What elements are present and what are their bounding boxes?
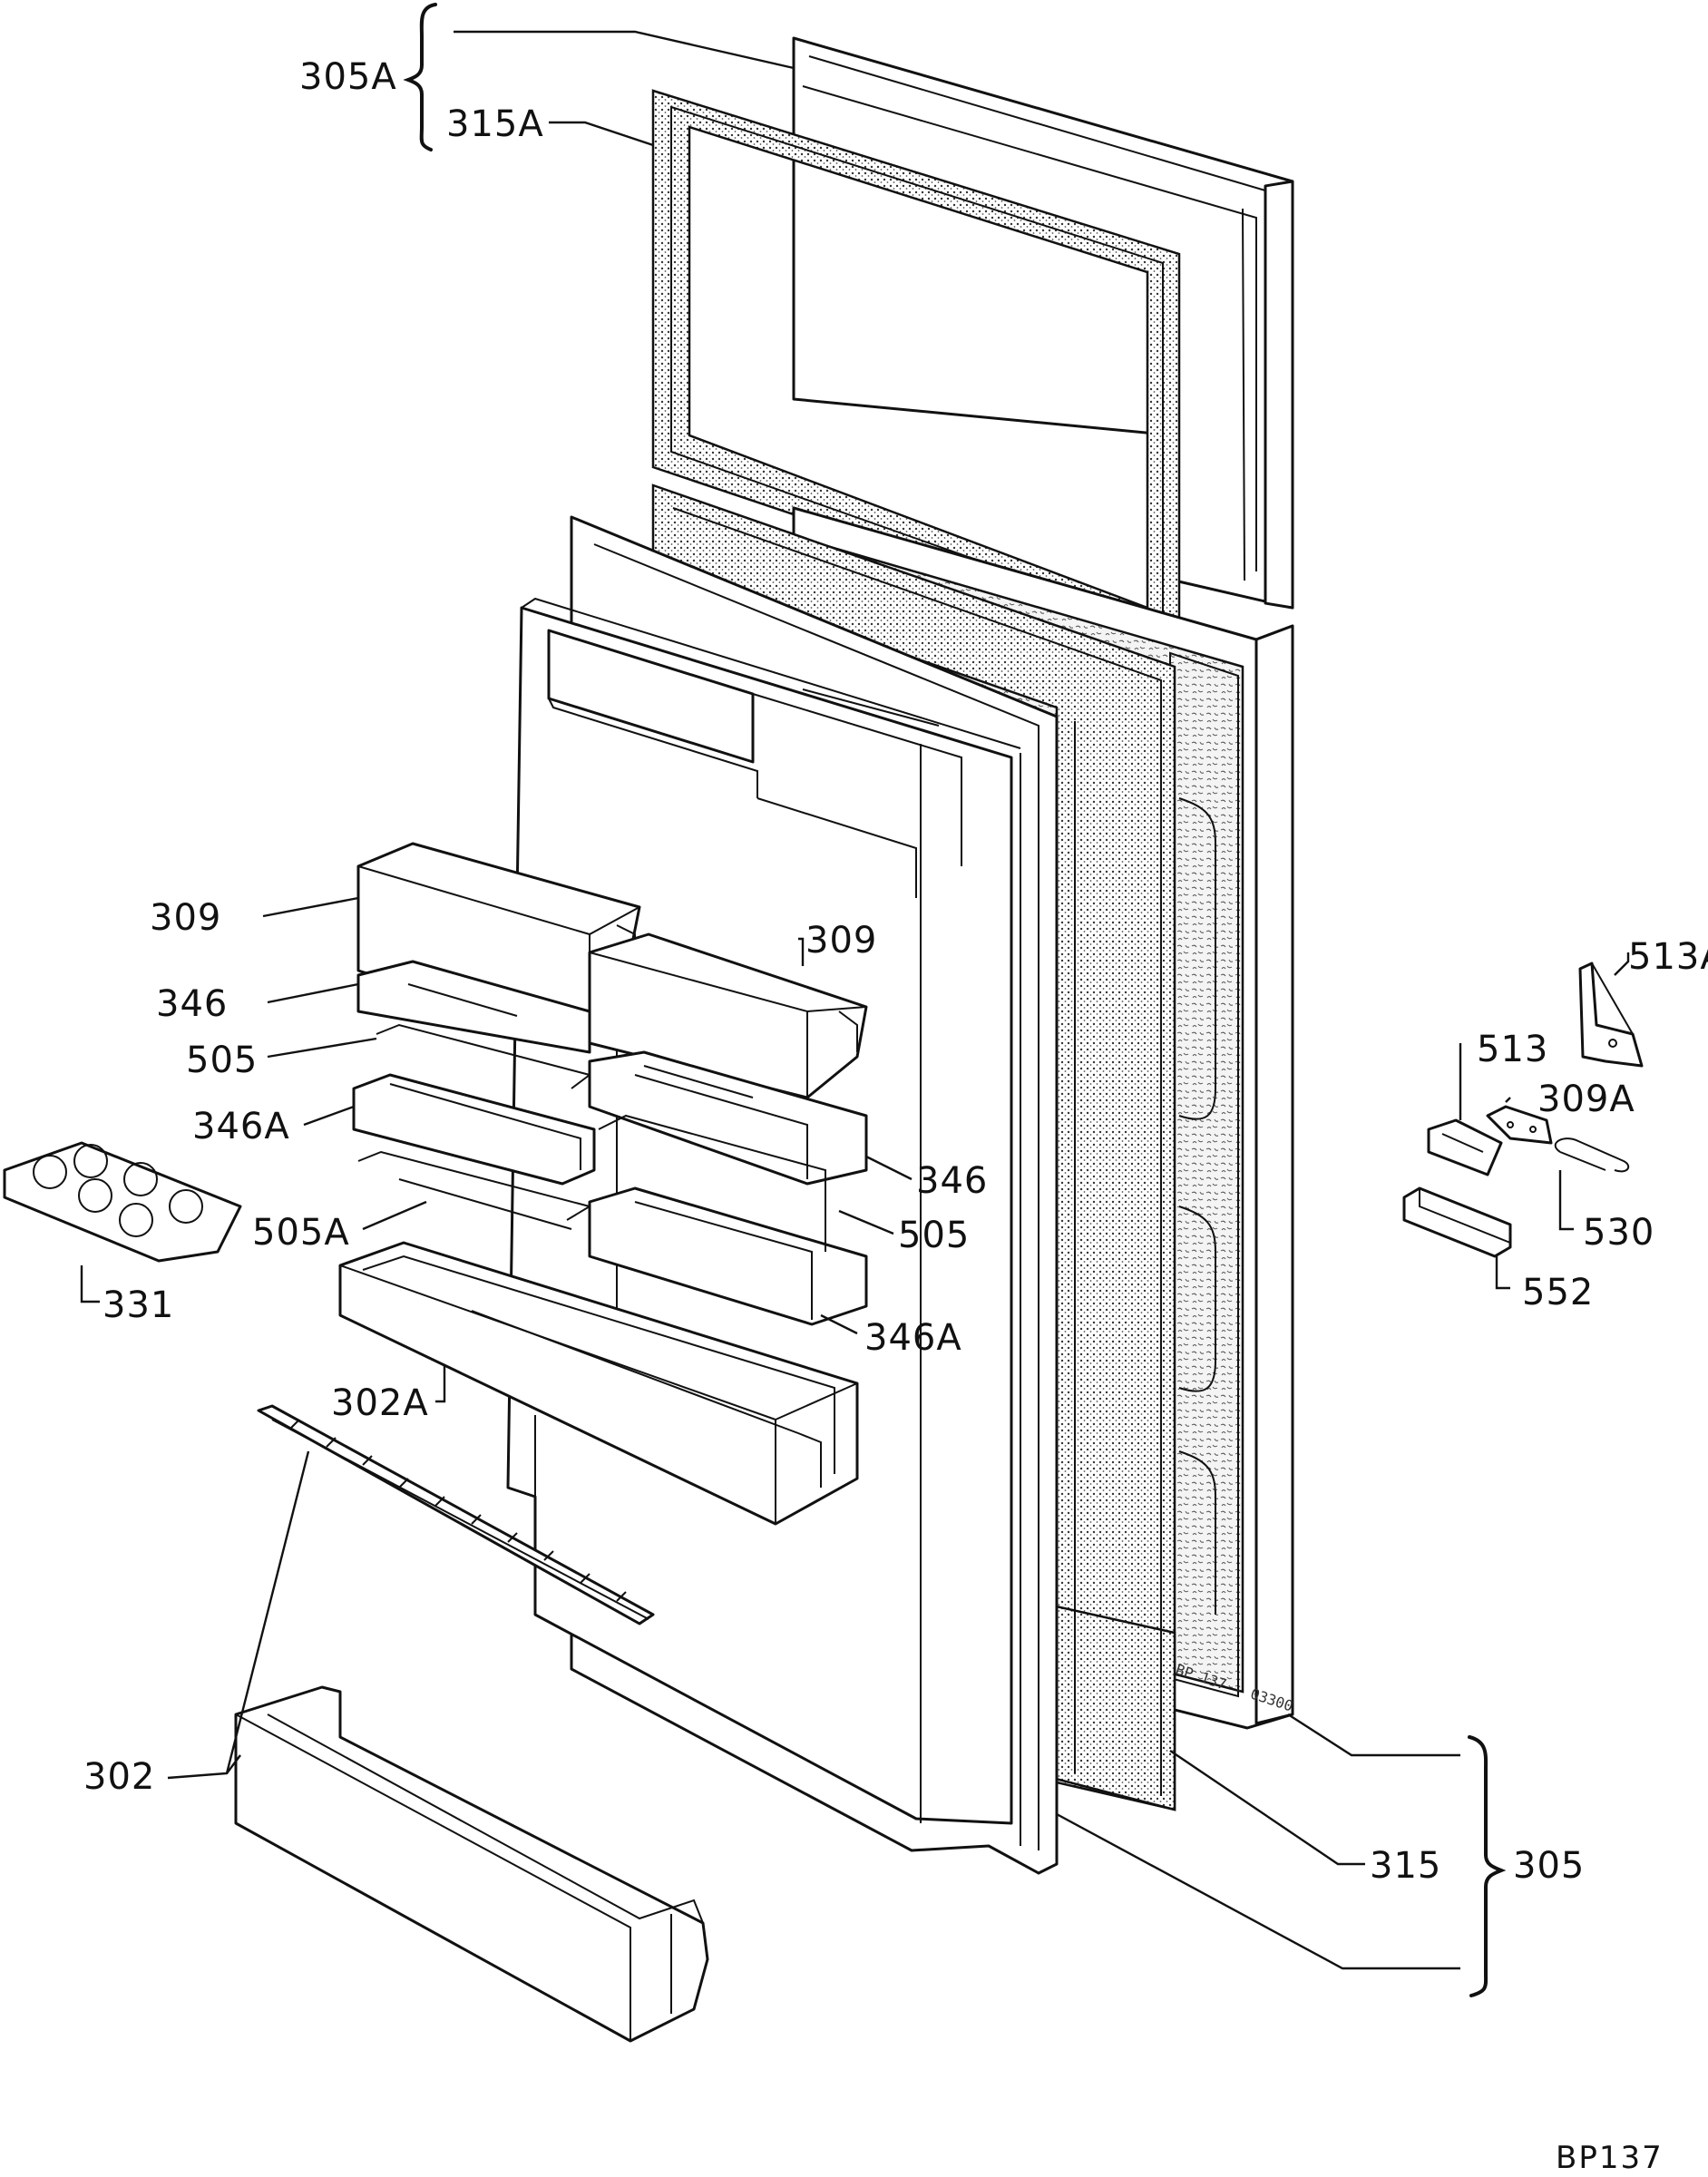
- leader-lines: [80, 30, 1630, 1970]
- label-346-left: 346: [156, 983, 228, 1025]
- label-302A: 302A: [331, 1382, 429, 1424]
- butter-lid-right: [588, 1050, 868, 1186]
- drawing-reference: BP137: [1556, 2140, 1664, 2176]
- fridge-door-gasket: [651, 483, 1176, 1811]
- label-505A: 505A: [252, 1212, 350, 1254]
- rail-505A: [357, 1150, 592, 1230]
- label-505-left: 505: [186, 1040, 258, 1081]
- rail-302A: [471, 1310, 822, 1488]
- label-302: 302: [83, 1756, 155, 1798]
- egg-tray: [3, 1141, 242, 1263]
- label-346-right: 346: [916, 1160, 988, 1202]
- rail-505-left: [376, 1023, 592, 1089]
- hinge-309A: [1486, 1105, 1553, 1145]
- label-309A: 309A: [1537, 1079, 1635, 1120]
- hinge-513A: [1578, 962, 1644, 1068]
- hinge-552: [1402, 1186, 1512, 1258]
- hinge-530: [1554, 1137, 1630, 1173]
- rail-505-right: [598, 1114, 826, 1220]
- label-552: 552: [1522, 1272, 1594, 1313]
- brace-305: [1468, 1735, 1507, 1997]
- door-shelf-346A-right: [588, 1186, 868, 1326]
- label-513A: 513A: [1628, 936, 1708, 978]
- label-346A-left: 346A: [192, 1106, 290, 1147]
- label-530: 530: [1583, 1212, 1654, 1254]
- bottom-bottle-shelf-302: [234, 1685, 709, 2043]
- label-513: 513: [1477, 1029, 1548, 1070]
- part-labels: 305A 315A 309 309 346 505 346A 346 505 3…: [83, 56, 1708, 1887]
- fridge-door-liner: [506, 515, 1059, 1875]
- label-305A: 305A: [299, 56, 397, 98]
- label-309-right: 309: [805, 920, 877, 962]
- brace-305A: [403, 3, 437, 151]
- label-315A: 315A: [446, 103, 544, 145]
- label-305: 305: [1513, 1845, 1585, 1887]
- label-505-right: 505: [898, 1215, 970, 1256]
- label-309-left: 309: [150, 897, 221, 939]
- door-shelf-346A-left: [352, 1073, 596, 1186]
- label-315: 315: [1370, 1845, 1441, 1887]
- bottle-retainer-bar: [257, 1404, 655, 1625]
- label-331: 331: [102, 1284, 174, 1326]
- hinge-513: [1427, 1118, 1503, 1176]
- label-346A-right: 346A: [864, 1317, 962, 1359]
